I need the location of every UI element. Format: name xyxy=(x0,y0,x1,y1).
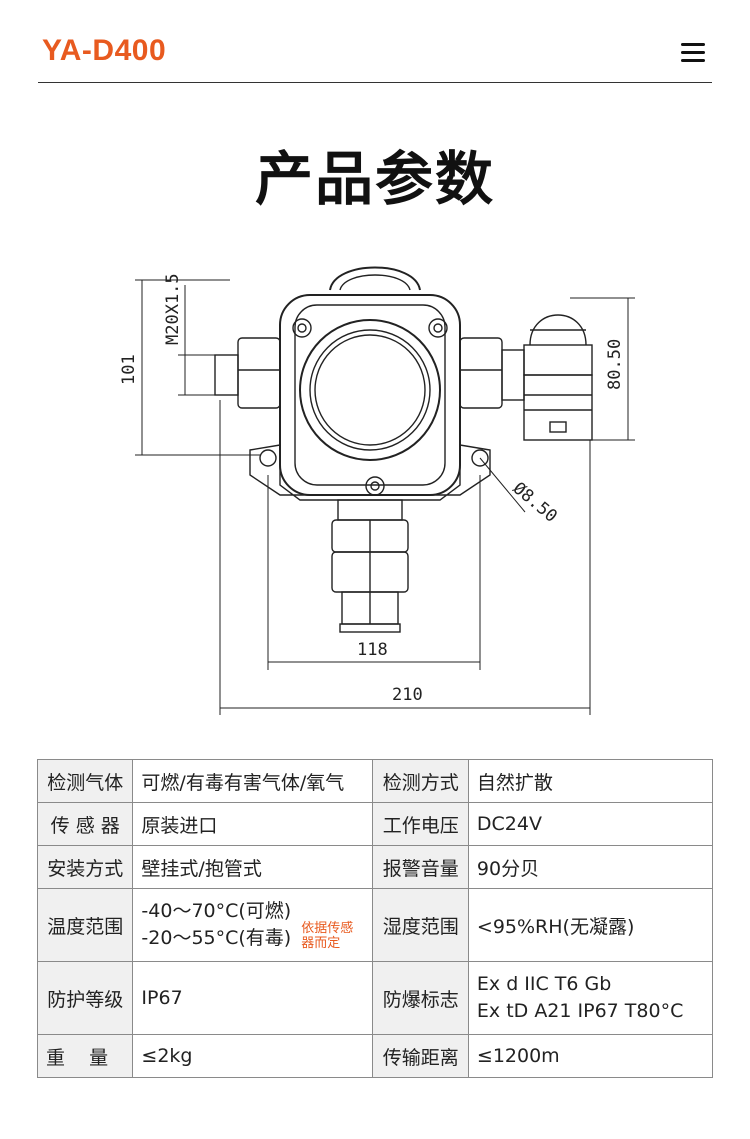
dim-mount-width-label: 118 xyxy=(357,640,388,660)
sensor-note-line1: 依据传感 xyxy=(301,921,354,936)
spec-table: 检测气体 可燃/有毒有害气体/氧气 检测方式 自然扩散 传 感 器 原装进口 工… xyxy=(36,759,714,1078)
spec-label: 检测方式 xyxy=(372,759,469,803)
table-row: 传 感 器 原装进口 工作电压 DC24V xyxy=(36,802,714,846)
spec-label: 湿度范围 xyxy=(372,888,469,962)
spec-label: 防护等级 xyxy=(36,961,134,1035)
spec-label: 防爆标志 xyxy=(372,961,469,1035)
dim-total-width-label: 210 xyxy=(392,685,423,705)
brand-logo[interactable]: YA-D400 xyxy=(42,34,167,67)
sensor-note-line2: 器而定 xyxy=(301,936,341,951)
table-row: 防护等级 IP67 防爆标志 Ex d IIC T6 Gb Ex tD A21 … xyxy=(36,961,714,1035)
spec-value: IP67 xyxy=(132,961,374,1035)
dim-height-label: 101 xyxy=(119,354,139,385)
spec-value: -40～70°C(可燃) -20～55°C(有毒) 依据传感 器而定 xyxy=(132,888,374,962)
temp-range-flammable: -40～70°C(可燃) xyxy=(141,900,292,922)
temp-range-toxic: -20～55°C(有毒) xyxy=(141,927,292,949)
dim-thread-label: M20X1.5 xyxy=(163,273,183,345)
spec-label: 重 量 xyxy=(36,1034,134,1078)
spec-label: 温度范围 xyxy=(36,888,134,962)
spec-label: 工作电压 xyxy=(372,802,469,846)
page-title: 产品参数 xyxy=(254,145,495,213)
spec-value: ≤2kg xyxy=(132,1034,374,1078)
hamburger-menu-icon[interactable] xyxy=(679,40,707,66)
spec-label: 传 感 器 xyxy=(36,802,134,846)
spec-value: ≤1200m xyxy=(467,1034,714,1078)
spec-value: DC24V xyxy=(467,802,714,846)
spec-label: 检测气体 xyxy=(36,759,134,803)
spec-value: 壁挂式/抱管式 xyxy=(132,845,374,889)
spec-label: 传输距离 xyxy=(372,1034,469,1078)
spec-value: 自然扩散 xyxy=(467,759,714,803)
spec-value: 原装进口 xyxy=(132,802,374,846)
explosion-mark-2: Ex tD A21 IP67 T80°C xyxy=(476,1000,684,1022)
explosion-mark-1: Ex d IIC T6 Gb xyxy=(476,973,612,995)
sensor-note: 依据传感 器而定 xyxy=(301,921,353,951)
table-row: 检测气体 可燃/有毒有害气体/氧气 检测方式 自然扩散 xyxy=(36,759,714,803)
spec-value: 90分贝 xyxy=(467,845,714,889)
table-row: 温度范围 -40～70°C(可燃) -20～55°C(有毒) 依据传感 器而定 … xyxy=(36,888,714,962)
spec-label: 安装方式 xyxy=(36,845,134,889)
spec-value: Ex d IIC T6 Gb Ex tD A21 IP67 T80°C xyxy=(467,961,714,1035)
dim-alarm-height-label: 80.50 xyxy=(605,339,625,390)
table-row: 安装方式 壁挂式/抱管式 报警音量 90分贝 xyxy=(36,845,714,889)
header-divider xyxy=(38,82,712,83)
product-dimension-drawing: M20X1.5 101 80.50 Ø8.50 118 210 xyxy=(119,266,635,715)
spec-value: <95%RH(无凝露) xyxy=(467,888,714,962)
spec-label: 报警音量 xyxy=(372,845,469,889)
table-row: 重 量 ≤2kg 传输距离 ≤1200m xyxy=(36,1034,714,1078)
spec-value: 可燃/有毒有害气体/氧气 xyxy=(132,759,374,803)
header: YA-D400 xyxy=(0,0,750,84)
